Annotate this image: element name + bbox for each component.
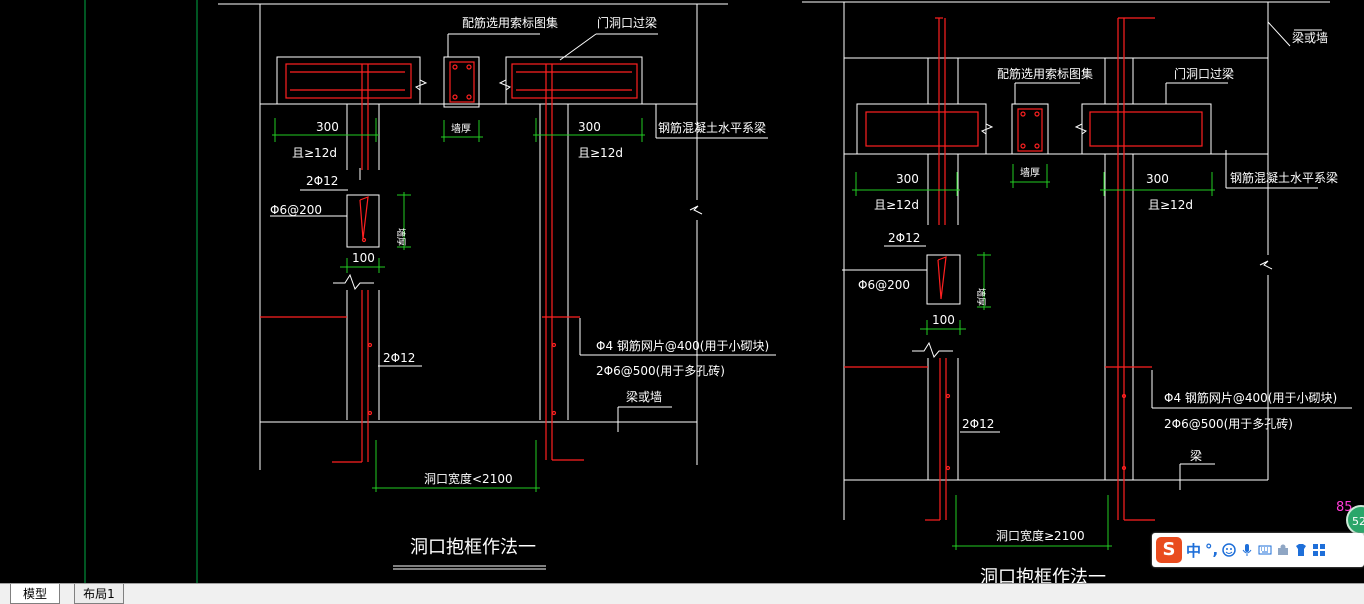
- dim-text: 300: [1146, 172, 1169, 186]
- mesh-label: Φ4 钢筋网片@400(用于小砌块): [1164, 390, 1337, 405]
- right-rebar: [844, 17, 1203, 521]
- keyboard-icon[interactable]: [1258, 543, 1272, 557]
- wall-thickness-label: 墙厚: [1020, 166, 1040, 179]
- stirrup-label: Φ6@200: [270, 203, 322, 217]
- cad-drawing-canvas[interactable]: 配筋选用索标图集 门洞口过梁 300 300 且≥12d 且≥12d 墙厚 钢筋…: [0, 0, 1364, 583]
- mic-icon[interactable]: [1240, 543, 1254, 557]
- rebar-label: 2Φ12: [962, 417, 994, 431]
- concrete-beam-label: 钢筋混凝土水平系梁: [658, 120, 766, 135]
- mesh-label: 2Φ6@500(用于多孔砖): [1164, 416, 1293, 431]
- opening-width-label: 洞口宽度<2100: [424, 471, 513, 486]
- detail-title-partial: 洞口抱框作法一: [980, 567, 1106, 583]
- callout-lintel: 门洞口过梁: [1174, 66, 1234, 81]
- opening-width-label: 洞口宽度≥2100: [996, 528, 1085, 543]
- rebar-label: 2Φ12: [306, 174, 338, 188]
- anchor-text: 且≥12d: [874, 198, 919, 212]
- tab-model[interactable]: 模型: [10, 584, 60, 604]
- mesh-label: Φ4 钢筋网片@400(用于小砌块): [596, 338, 769, 353]
- left-detail: [218, 3, 776, 470]
- anchor-text: 且≥12d: [578, 146, 623, 160]
- tab-layout1[interactable]: 布局1: [74, 584, 124, 604]
- concrete-beam-label: 钢筋混凝土水平系梁: [1230, 170, 1338, 185]
- callout-lintel: 门洞口过梁: [597, 15, 657, 30]
- stirrup-label: Φ6@200: [858, 278, 910, 292]
- beam-or-wall-label: 梁或墙: [1292, 30, 1328, 45]
- anchor-text: 且≥12d: [292, 146, 337, 160]
- left-dimensions: [272, 118, 645, 492]
- dim-text: 300: [896, 172, 919, 186]
- ime-toolbar[interactable]: S 中 °,: [1152, 533, 1364, 567]
- rebar-label: 2Φ12: [383, 351, 415, 365]
- tools-icon[interactable]: [1276, 543, 1290, 557]
- detail-title: 洞口抱框作法一: [410, 537, 536, 558]
- rebar-label: 2Φ12: [888, 231, 920, 245]
- right-detail: [802, 1, 1352, 520]
- wall-thickness-small: 墙厚: [395, 228, 407, 246]
- anchor-text: 且≥12d: [1148, 198, 1193, 212]
- wall-thickness-small: 墙厚: [975, 288, 987, 306]
- callout-rebar: 配筋选用索标图集: [997, 66, 1093, 81]
- beam-or-wall-label: 梁或墙: [626, 389, 662, 404]
- dim-text: 300: [578, 120, 601, 134]
- layout-tab-bar: 模型 布局1: [0, 583, 1364, 604]
- right-dimensions: [852, 164, 1215, 550]
- callout-rebar: 配筋选用索标图集: [462, 15, 558, 30]
- left-rebar: [260, 61, 638, 463]
- wall-thickness-label: 墙厚: [451, 122, 471, 135]
- status-badge[interactable]: 52: [1346, 505, 1364, 535]
- ime-mode-toggle[interactable]: 中: [1186, 541, 1202, 560]
- dim-text: 100: [932, 313, 955, 327]
- mesh-label: 2Φ6@500(用于多孔砖): [596, 363, 725, 378]
- ime-punct-toggle[interactable]: °,: [1205, 541, 1219, 559]
- dim-text: 300: [316, 120, 339, 134]
- skin-icon[interactable]: [1294, 543, 1308, 557]
- beam-label: 梁: [1190, 448, 1202, 463]
- sogou-logo-icon[interactable]: S: [1156, 537, 1182, 563]
- emoji-icon[interactable]: [1222, 543, 1236, 557]
- dim-text: 100: [352, 251, 375, 265]
- grid-icon[interactable]: [1312, 543, 1326, 557]
